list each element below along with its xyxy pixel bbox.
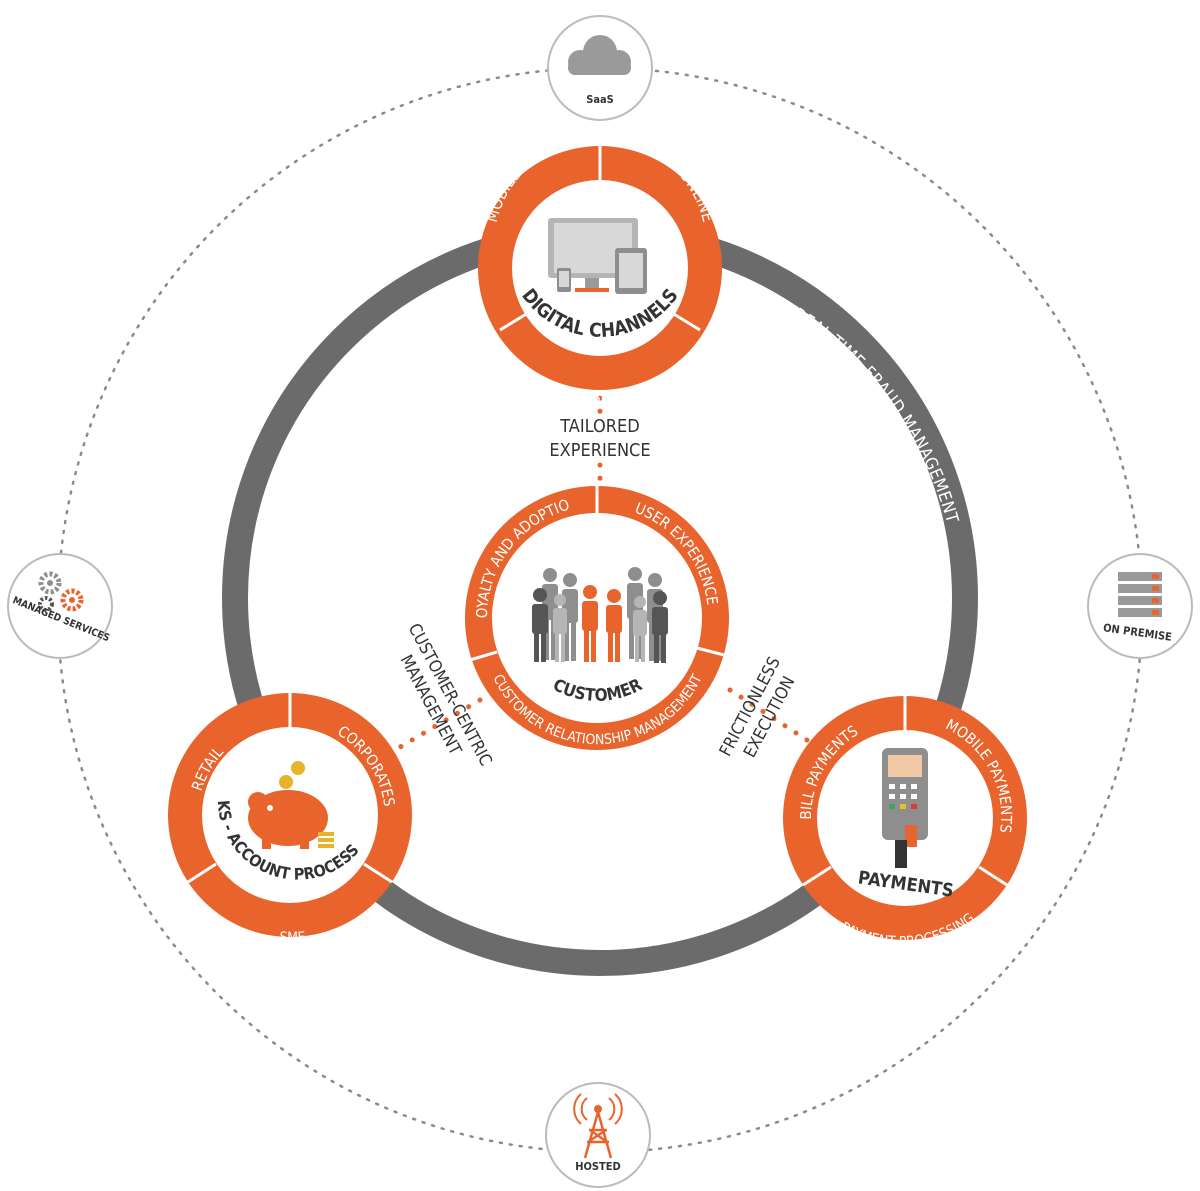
- piggy-bank-icon: [248, 761, 334, 849]
- risk-ring-label: RISK AND FINANCIAL CONTROL: [475, 988, 726, 1026]
- bk-sme-label: SME: [279, 929, 306, 946]
- gears-icon: [38, 571, 84, 612]
- banks-node[interactable]: RETAIL CORPORATES SME BANKS - ACCOUNT PR…: [0, 0, 412, 946]
- devices-icon: [548, 218, 647, 294]
- fraud-ring-label: REAL-TIME FRAUD MANAGEMENT: [790, 304, 962, 525]
- on-premise-badge[interactable]: ON PREMISE: [1087, 553, 1193, 659]
- card-terminal-icon: [882, 748, 928, 868]
- saas-label: SaaS: [586, 93, 614, 106]
- svg-text:EXPERIENCE: EXPERIENCE: [549, 440, 650, 461]
- payments-node[interactable]: BILL PAYMENTS MOBILE PAYMENTS PAYMENT PR…: [783, 696, 1027, 950]
- people-icon: [532, 567, 668, 663]
- connector-dots: [392, 382, 813, 753]
- tailored-experience-label: TAILORED EXPERIENCE: [549, 416, 650, 461]
- managed-services-badge[interactable]: MANAGED SERVICES: [7, 553, 113, 659]
- frictionless-execution-label: FRICTIONLESS EXECUTION: [716, 654, 800, 761]
- digital-channels-node[interactable]: MOBILE ONLINE TABLET DIGITAL CHANNELS: [478, 146, 722, 406]
- svg-text:TAILORED: TAILORED: [559, 416, 639, 437]
- server-rack-icon: [1118, 572, 1162, 617]
- cloud-icon: [568, 35, 631, 75]
- saas-badge[interactable]: SaaS: [547, 15, 653, 121]
- antenna-tower-icon: [573, 1093, 623, 1159]
- hosted-label: HOSTED: [575, 1160, 621, 1173]
- hosted-badge[interactable]: HOSTED: [545, 1082, 651, 1188]
- dc-tablet-label: TABLET: [574, 386, 627, 406]
